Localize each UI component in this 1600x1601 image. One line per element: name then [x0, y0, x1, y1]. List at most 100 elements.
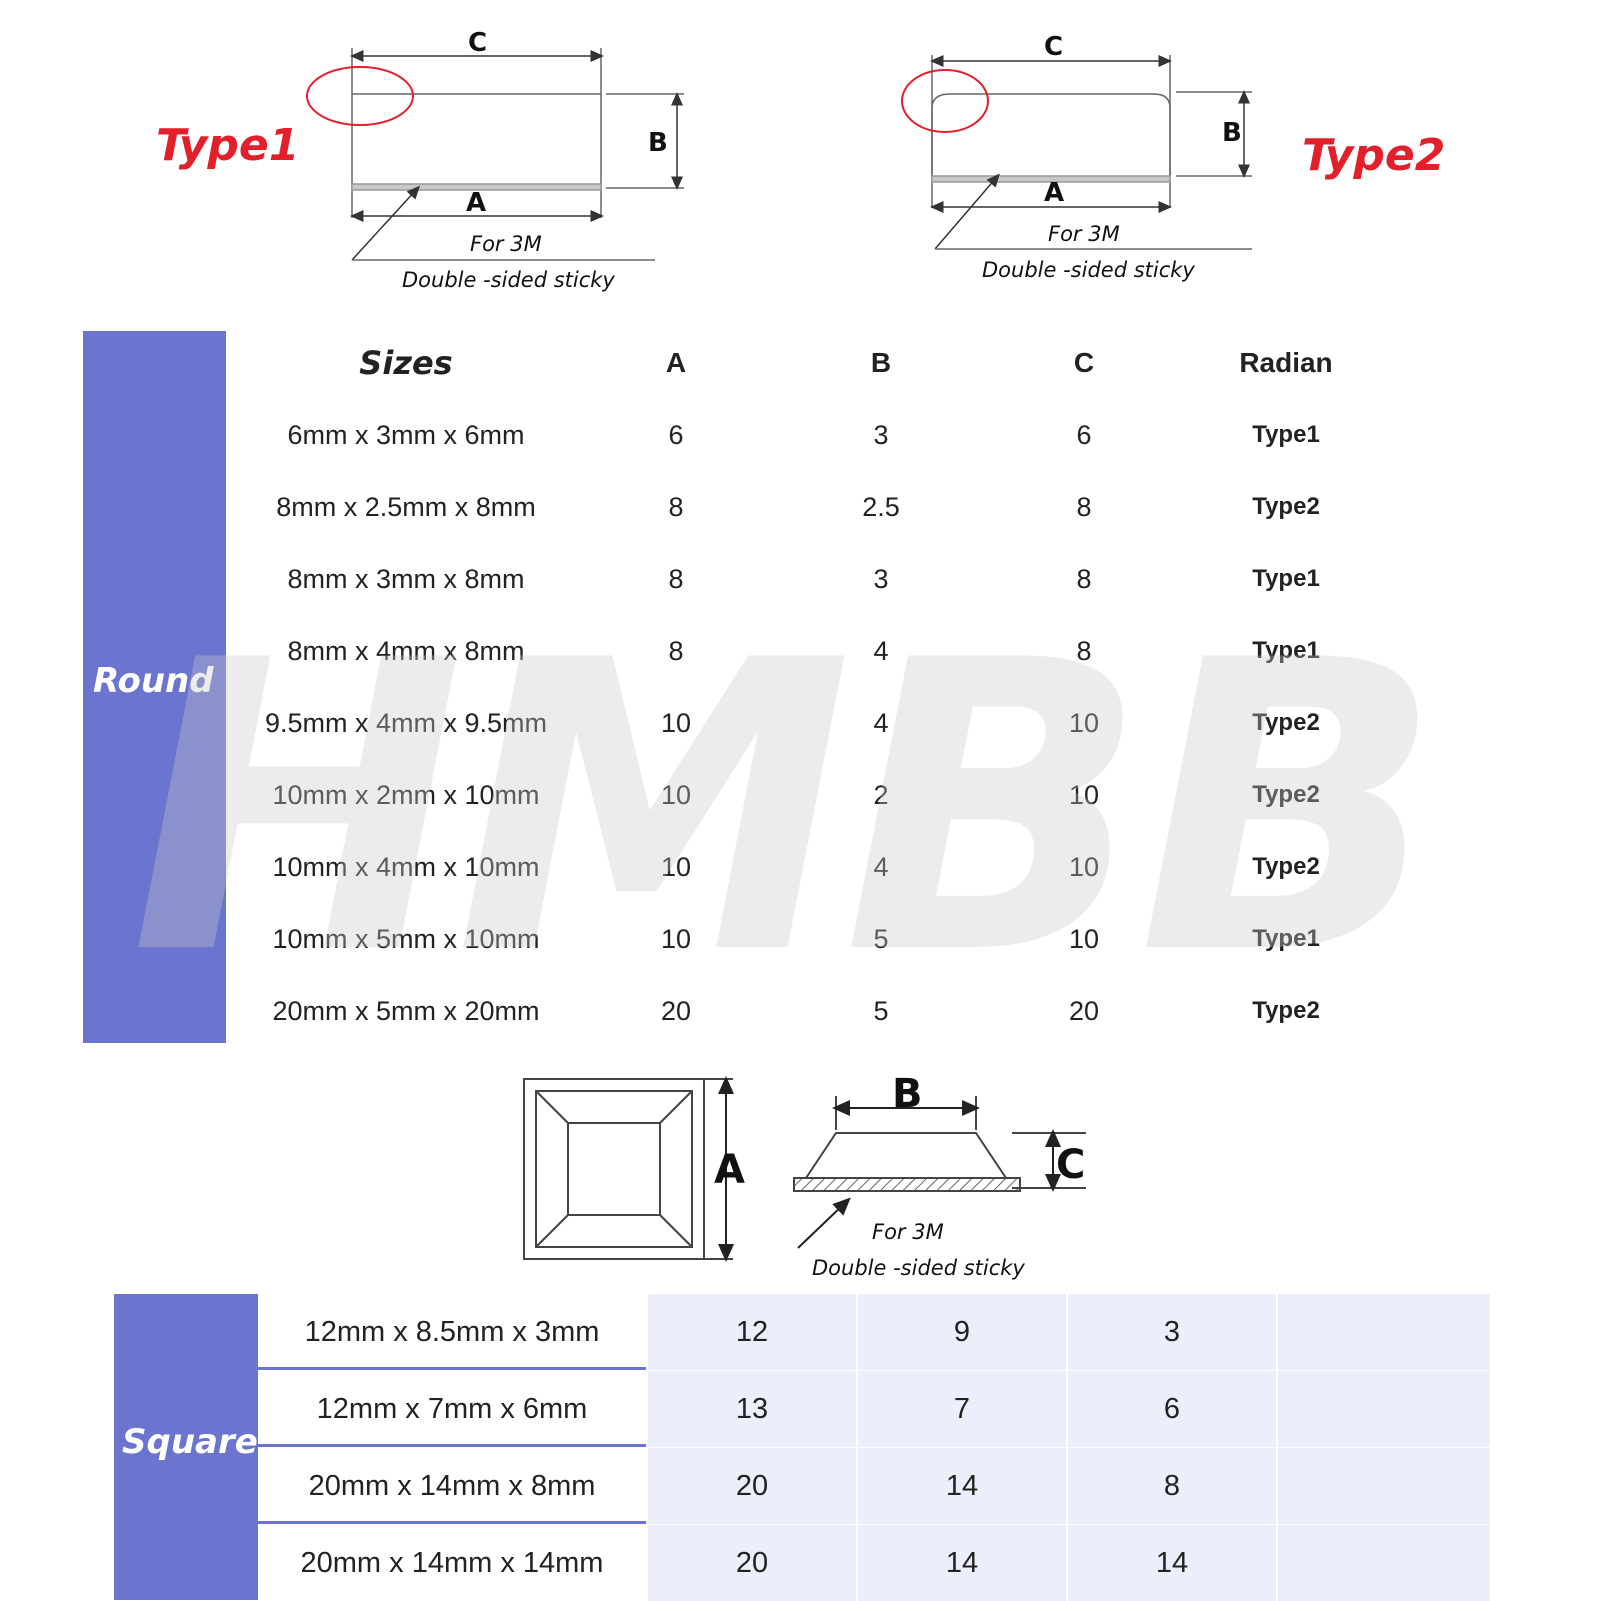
cell-a: 10: [660, 708, 692, 738]
table-row: 12mm x 7mm x 6mm 13 7 6: [258, 1371, 1490, 1447]
cell-a: 12: [648, 1294, 856, 1370]
cell-c: 10: [1068, 708, 1100, 738]
cell-a: 8: [668, 564, 684, 594]
round-table-header: Sizes A B C Radian: [226, 327, 1526, 399]
cell-b: 3: [873, 420, 889, 450]
cell-c: 10: [1068, 780, 1100, 810]
cell-b: 5: [873, 924, 889, 954]
square-note-line2: Double -sided sticky: [812, 1256, 1025, 1280]
type2-corner-highlight: [901, 69, 989, 133]
table-row: 20mm x 14mm x 8mm 20 14 8: [258, 1448, 1490, 1524]
cell-c: 8: [1076, 564, 1092, 594]
cell-radian: Type2: [1252, 781, 1320, 808]
square-side-view: [793, 1096, 1086, 1249]
cell-c: 10: [1068, 924, 1100, 954]
round-pad-diagrams: [306, 48, 1252, 261]
cell-b: 9: [858, 1294, 1066, 1370]
cell-c: 8: [1076, 636, 1092, 666]
cell-a: 8: [668, 492, 684, 522]
cell-radian: Type2: [1252, 493, 1320, 520]
cell-a: 20: [648, 1525, 856, 1601]
cell-radian: Type2: [1252, 709, 1320, 736]
type1-note-line2: Double -sided sticky: [402, 268, 615, 292]
table-row: 8mm x 3mm x 8mm 8 3 8 Type1: [226, 543, 1526, 615]
type2-note-line2: Double -sided sticky: [982, 258, 1195, 282]
cell-c: 6: [1076, 420, 1092, 450]
cell-b: 4: [873, 636, 889, 666]
type1-diagram: [306, 48, 684, 261]
cell-size: 12mm x 8.5mm x 3mm: [258, 1294, 646, 1370]
type2-label: Type2: [1302, 130, 1446, 181]
cell-c: 14: [1068, 1525, 1276, 1601]
type1-dim-a: A: [466, 188, 487, 218]
square-band-label: Square: [122, 1422, 258, 1462]
cell-b: 3: [873, 564, 889, 594]
cell-b: 2: [873, 780, 889, 810]
square-dim-a: A: [714, 1147, 745, 1193]
type2-note-line1: For 3M: [1048, 222, 1120, 246]
cell-radian: Type1: [1252, 637, 1320, 664]
cell-b: 5: [873, 996, 889, 1026]
cell-c: 20: [1068, 996, 1100, 1026]
cell-radian: Type1: [1252, 565, 1320, 592]
table-row: 9.5mm x 4mm x 9.5mm 10 4 10 Type2: [226, 687, 1526, 759]
round-band-label: Round: [93, 661, 214, 701]
type1-dim-c: C: [468, 28, 488, 58]
table-row: 8mm x 2.5mm x 8mm 8 2.5 8 Type2: [226, 471, 1526, 543]
table-row: 6mm x 3mm x 6mm 6 3 6 Type1: [226, 399, 1526, 471]
cell-a: 20: [660, 996, 692, 1026]
cell-size: 10mm x 5mm x 10mm: [272, 924, 540, 954]
cell-radian: Type1: [1252, 925, 1320, 952]
type2-dim-a: A: [1044, 178, 1065, 208]
cell-c: 8: [1076, 492, 1092, 522]
cell-size: 8mm x 4mm x 8mm: [287, 636, 525, 666]
header-radian: Radian: [1239, 347, 1333, 378]
cell-size: 10mm x 2mm x 10mm: [272, 780, 540, 810]
type1-dim-b: B: [648, 128, 668, 158]
cell-size: 20mm x 14mm x 14mm: [258, 1525, 646, 1601]
cell-a: 10: [660, 780, 692, 810]
table-row: 20mm x 5mm x 20mm 20 5 20 Type2: [226, 975, 1526, 1047]
square-dim-c: C: [1056, 1142, 1086, 1188]
cell-c: 3: [1068, 1294, 1276, 1370]
cell-radian: Type2: [1252, 997, 1320, 1024]
cell-empty: [1278, 1448, 1490, 1524]
header-c: C: [1073, 347, 1095, 378]
cell-size: 9.5mm x 4mm x 9.5mm: [264, 708, 548, 738]
cell-a: 8: [668, 636, 684, 666]
cell-b: 2.5: [862, 492, 900, 522]
cell-b: 4: [873, 852, 889, 882]
square-dim-b: B: [892, 1071, 923, 1117]
square-table-body: 12mm x 8.5mm x 3mm 12 9 3 12mm x 7mm x 6…: [258, 1294, 1490, 1601]
square-note-line1: For 3M: [872, 1220, 944, 1244]
cell-a: 20: [648, 1448, 856, 1524]
type1-corner-highlight: [306, 66, 414, 126]
type2-diagram: [901, 55, 1252, 250]
square-band: Square: [114, 1294, 258, 1600]
cell-a: 6: [668, 420, 684, 450]
table-row: 20mm x 14mm x 14mm 20 14 14: [258, 1525, 1490, 1601]
table-row: 10mm x 2mm x 10mm 10 2 10 Type2: [226, 759, 1526, 831]
cell-a: 13: [648, 1371, 856, 1447]
type1-label: Type1: [156, 120, 300, 171]
cell-size: 8mm x 2.5mm x 8mm: [276, 492, 536, 522]
square-top-view: [523, 1076, 734, 1262]
cell-c: 8: [1068, 1448, 1276, 1524]
cell-a: 10: [660, 852, 692, 882]
table-row: 8mm x 4mm x 8mm 8 4 8 Type1: [226, 615, 1526, 687]
round-band: Round: [83, 331, 226, 1043]
table-row: 10mm x 4mm x 10mm 10 4 10 Type2: [226, 831, 1526, 903]
cell-size: 12mm x 7mm x 6mm: [258, 1371, 646, 1447]
cell-size: 10mm x 4mm x 10mm: [272, 852, 540, 882]
cell-empty: [1278, 1294, 1490, 1370]
type2-dim-b: B: [1222, 118, 1242, 148]
cell-size: 8mm x 3mm x 8mm: [287, 564, 525, 594]
cell-empty: [1278, 1525, 1490, 1601]
header-b: B: [870, 347, 892, 378]
type2-dim-c: C: [1044, 32, 1064, 62]
cell-a: 10: [660, 924, 692, 954]
cell-radian: Type1: [1252, 421, 1320, 448]
header-sizes: Sizes: [359, 344, 453, 382]
cell-size: 20mm x 14mm x 8mm: [258, 1448, 646, 1524]
cell-c: 6: [1068, 1371, 1276, 1447]
